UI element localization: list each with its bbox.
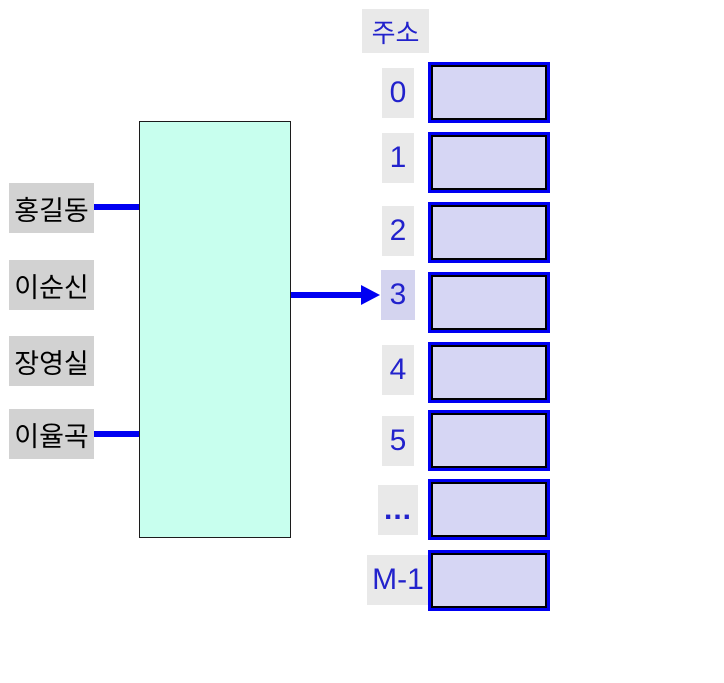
hash-table-slot [428, 342, 550, 403]
address-label: 4 [382, 345, 414, 395]
key-box: 이순신 [9, 260, 94, 310]
hash-table-slot [428, 62, 550, 123]
address-label: 2 [382, 206, 414, 256]
slot-value-cell [431, 482, 547, 537]
hash-table-slot [428, 202, 550, 263]
address-label: 5 [382, 416, 414, 466]
arrowhead-icon [361, 285, 380, 305]
hash-table-slot [428, 132, 550, 193]
address-label: 1 [382, 133, 414, 183]
key-box: 홍길동 [9, 183, 94, 233]
address-label: 0 [382, 68, 414, 118]
key-box: 장영실 [9, 336, 94, 386]
hash-table-slot [428, 550, 550, 611]
address-column-header: 주소 [362, 9, 429, 53]
slot-value-cell [431, 65, 547, 120]
key-box: 이율곡 [9, 409, 94, 459]
hash-function-box [139, 121, 291, 538]
hash-table-slot [428, 272, 550, 333]
address-label-highlighted: 3 [381, 270, 415, 320]
slot-value-cell [431, 345, 547, 400]
slot-value-cell [431, 275, 547, 330]
address-label: M-1 [367, 555, 429, 605]
slot-value-cell [431, 135, 547, 190]
hash-table-slot [428, 410, 550, 471]
slot-value-cell [431, 413, 547, 468]
slot-value-cell [431, 205, 547, 260]
slot-value-cell [431, 553, 547, 608]
hash-table-slot [428, 479, 550, 540]
address-label-ellipsis: ... [378, 485, 418, 535]
